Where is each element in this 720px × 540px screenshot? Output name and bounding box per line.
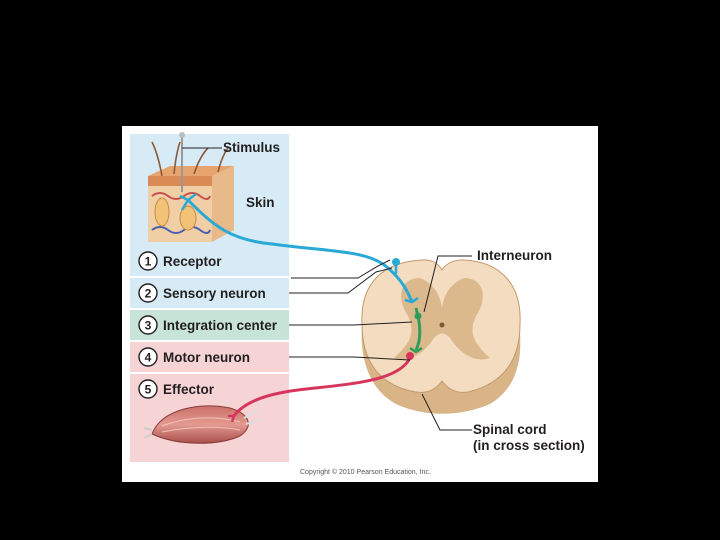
skin-label: Skin	[246, 195, 275, 210]
skin-illustration	[148, 141, 234, 242]
spinal-cord-label: Spinal cord	[473, 422, 547, 437]
step-label: Integration center	[163, 318, 278, 333]
stimulus-label: Stimulus	[223, 140, 280, 155]
step-number: 3	[145, 319, 152, 333]
step-number-circle	[138, 379, 158, 399]
copyright-text: Copyright © 2010 Pearson Education, Inc.	[300, 468, 431, 476]
muscle-illustration	[143, 405, 261, 444]
step-number: 2	[145, 287, 152, 301]
sensory-neuron	[179, 193, 419, 304]
step-number-circle	[138, 283, 158, 303]
step-number-circle	[138, 251, 158, 271]
step-number-circle	[138, 347, 158, 367]
step-number-circle	[138, 315, 158, 335]
interneuron-label: Interneuron	[477, 248, 552, 263]
step-number: 5	[145, 383, 152, 397]
step-3: 3 Integration center	[138, 315, 278, 335]
step-number: 1	[145, 255, 152, 269]
step-label: Motor neuron	[163, 350, 250, 365]
step-label: Effector	[163, 382, 215, 397]
motor-neuron	[228, 352, 414, 423]
interneuron	[409, 307, 423, 354]
step-1: 1 Receptor	[138, 251, 222, 271]
step-label: Receptor	[163, 254, 222, 269]
step-2: 2 Sensory neuron	[138, 283, 266, 303]
step-4: 4 Motor neuron	[138, 347, 250, 367]
leader-lines	[289, 255, 472, 431]
spinal-cord-sublabel: (in cross section)	[473, 438, 585, 453]
step-5: 5 Effector	[138, 379, 215, 399]
spinal-cord	[361, 259, 521, 414]
reflex-arc-figure: Stimulus Skin 1 Receptor 2 Sensory neuro…	[122, 126, 598, 482]
step-label: Sensory neuron	[163, 286, 266, 301]
step-number: 4	[145, 351, 152, 365]
